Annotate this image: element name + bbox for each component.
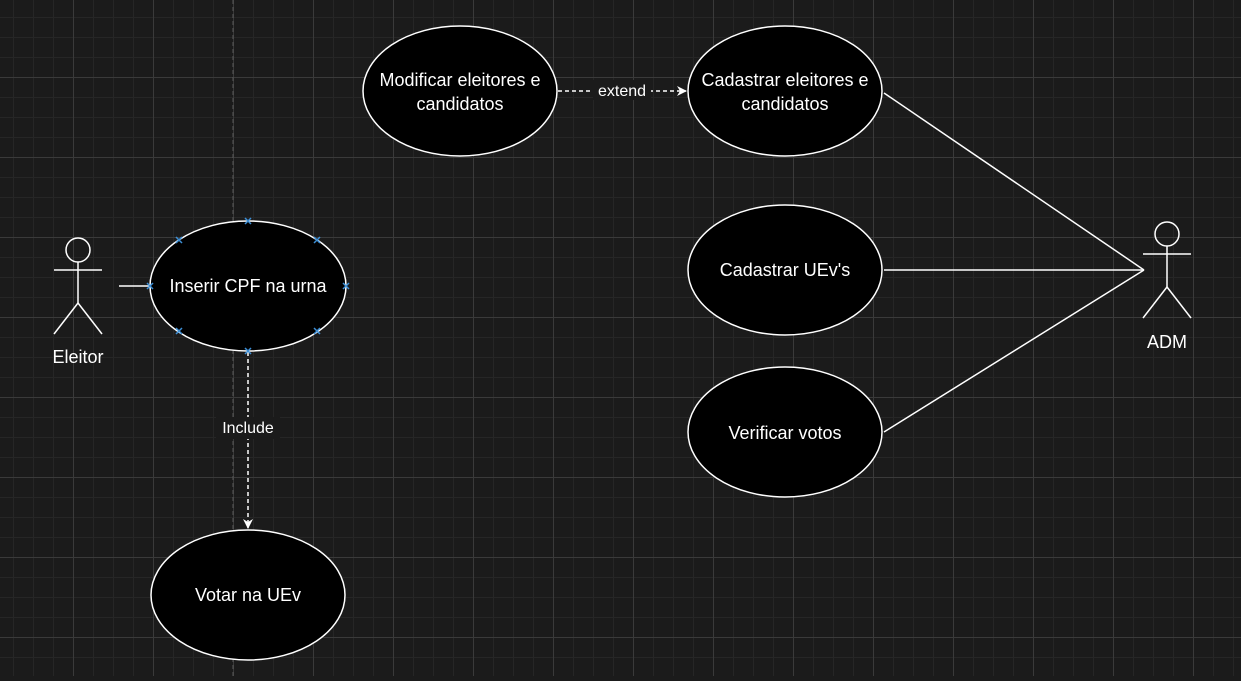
use-case-votar-shape[interactable]	[150, 529, 346, 661]
use-case-cadastrar-eleitores[interactable]: Cadastrar eleitores e candidatos	[687, 25, 883, 157]
actor-adm[interactable]: ADM	[1142, 221, 1192, 352]
use-case-cadastrar-uevs[interactable]: Cadastrar UEv's	[687, 204, 883, 336]
handle-right[interactable]	[342, 282, 350, 290]
use-case-verificar-votos[interactable]: Verificar votos	[687, 366, 883, 498]
extend-label: extend	[598, 83, 646, 100]
include-label-bg	[216, 417, 280, 439]
handle-bottom[interactable]	[244, 347, 252, 355]
use-case-cadastrar-uevs-label: Cadastrar UEv's	[720, 260, 850, 280]
handle-top-left[interactable]	[175, 236, 183, 244]
use-case-cadastrar-uevs-shape[interactable]	[687, 204, 883, 336]
selection-handles	[146, 217, 350, 355]
use-case-modificar-label-line2: candidatos	[416, 94, 503, 114]
use-case-cadastrar-eleitores-shape[interactable]	[687, 25, 883, 157]
use-case-votar-label: Votar na UEv	[195, 585, 301, 605]
actor-eleitor-label: Eleitor	[52, 347, 103, 367]
include-label: Include	[222, 420, 274, 437]
handle-bottom-left[interactable]	[175, 327, 183, 335]
use-case-modificar-eleitores[interactable]: Modificar eleitores e candidatos	[362, 25, 558, 157]
handle-top[interactable]	[244, 217, 252, 225]
use-case-votar[interactable]: Votar na UEv	[150, 529, 346, 661]
extend-label-bg	[593, 80, 651, 100]
handle-top-right[interactable]	[313, 236, 321, 244]
association-adm-cadastrar-eleitores[interactable]	[883, 92, 1145, 271]
stick-figure-icon	[1142, 221, 1192, 319]
stick-figure-icon	[53, 237, 103, 335]
use-case-verificar-votos-label: Verificar votos	[728, 423, 841, 443]
use-case-cadastrar-eleitores-label-line1: Cadastrar eleitores e	[701, 70, 868, 90]
use-case-verificar-votos-shape[interactable]	[687, 366, 883, 498]
handle-bottom-right[interactable]	[313, 327, 321, 335]
handle-left[interactable]	[146, 282, 154, 290]
actor-adm-label: ADM	[1147, 332, 1187, 352]
actor-eleitor[interactable]: Eleitor	[52, 237, 104, 367]
use-case-inserir-cpf[interactable]: Inserir CPF na urna	[146, 217, 350, 355]
use-case-modificar-label-line1: Modificar eleitores e	[379, 70, 540, 90]
use-case-cadastrar-eleitores-label-line2: candidatos	[741, 94, 828, 114]
association-adm-verificar-votos[interactable]	[883, 269, 1145, 433]
use-case-inserir-cpf-label: Inserir CPF na urna	[169, 276, 327, 296]
use-case-modificar-shape[interactable]	[362, 25, 558, 157]
